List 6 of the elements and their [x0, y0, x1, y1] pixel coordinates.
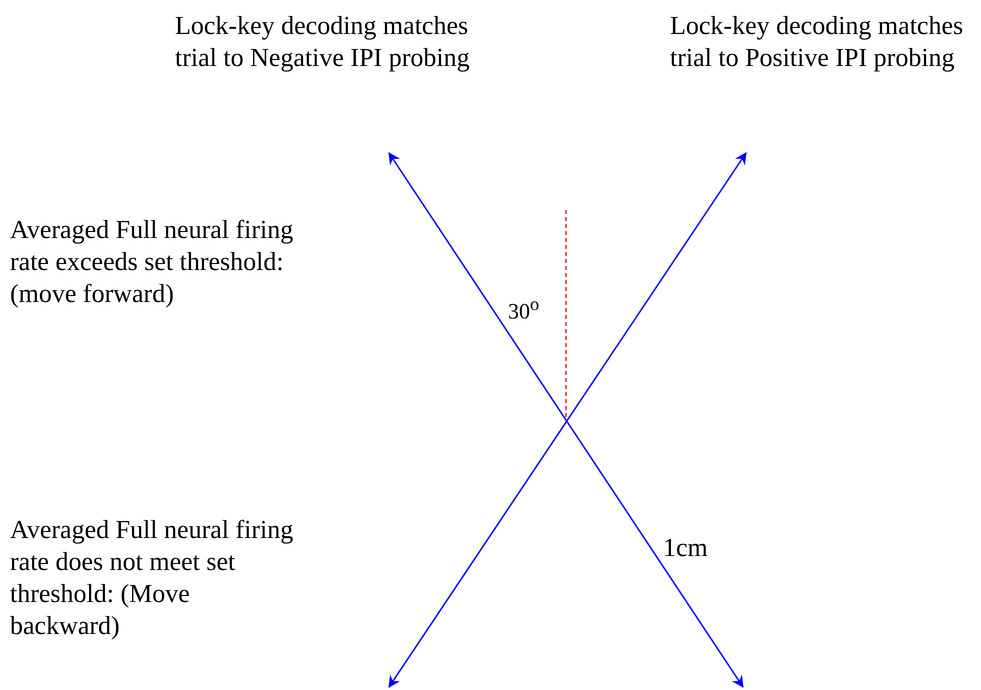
scale-label: 1cm: [663, 532, 708, 564]
caption-text: Averaged Full neural firing rate does not meet set threshold: (Move backward): [10, 514, 294, 642]
caption-text: Lock-key decoding matches trial to Negative IPI probing: [175, 10, 471, 74]
angle-label: 30$^{o}$: [508, 293, 540, 326]
caption-text: Lock-key decoding matches trial to Positive IPI probing: [670, 10, 964, 74]
caption-text: Averaged Full neural firing rate exceeds set threshold: (move forward): [10, 214, 294, 310]
